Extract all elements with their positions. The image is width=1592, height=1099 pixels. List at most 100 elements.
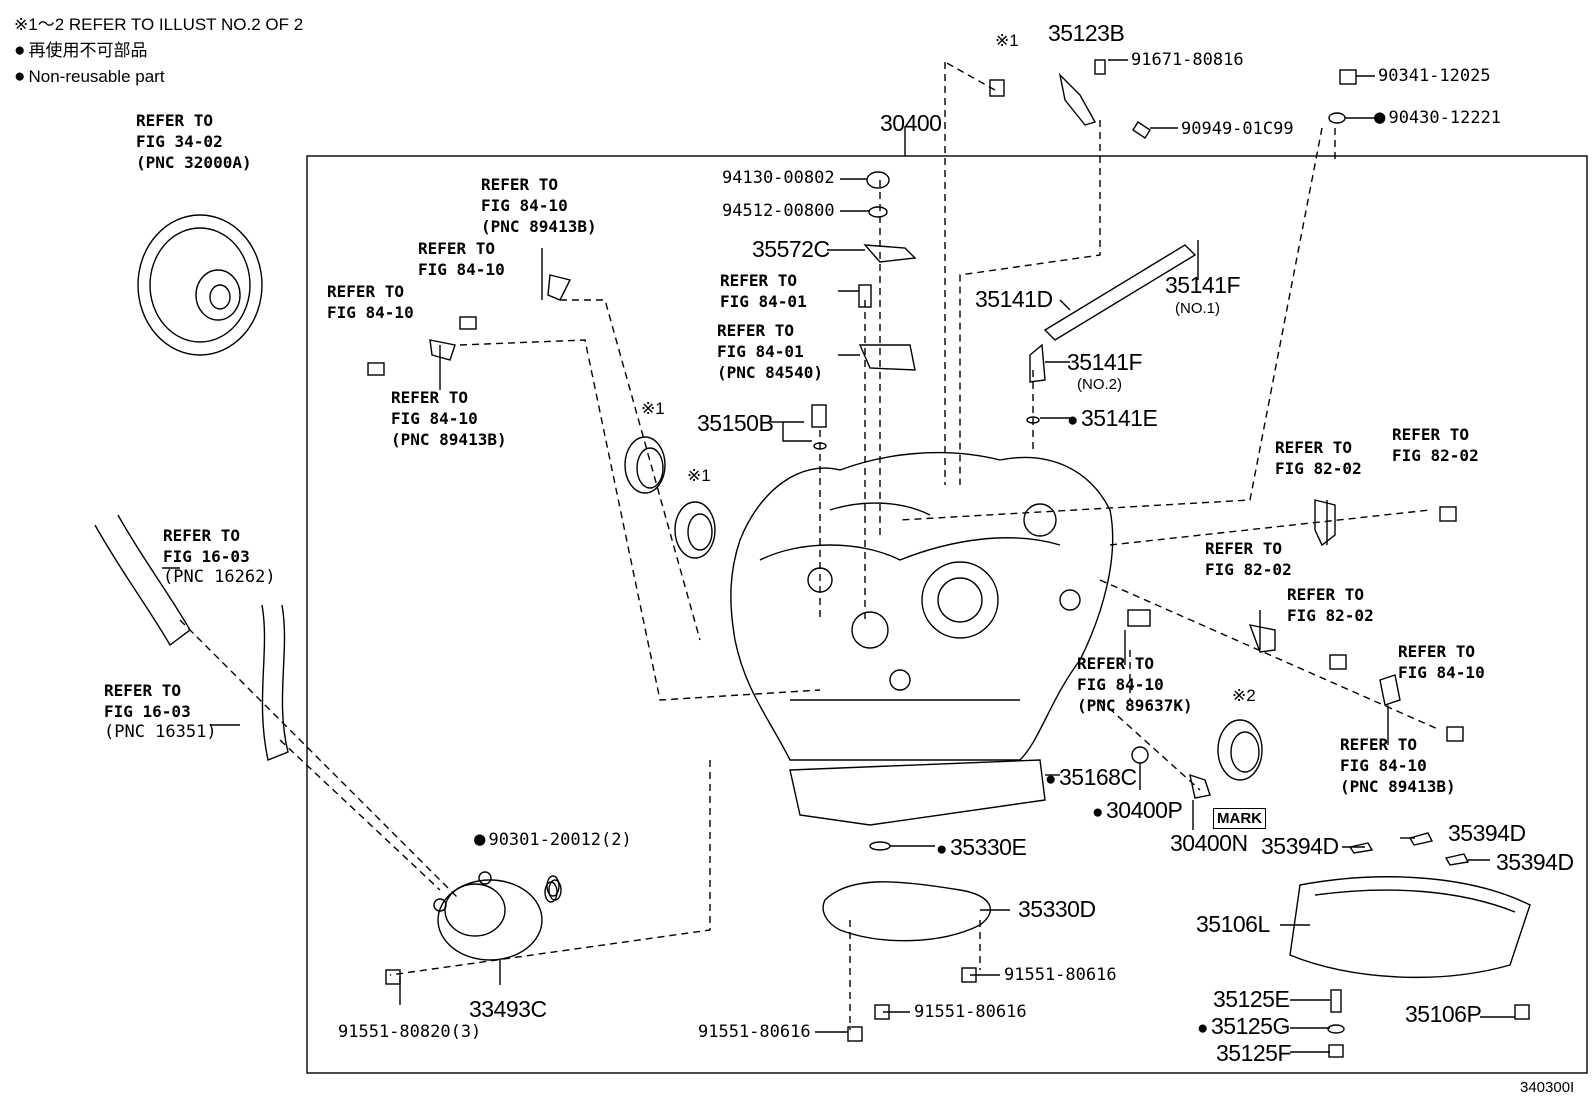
part-90341-12025[interactable]: 90341-12025 [1378,66,1491,86]
part-94512-00800[interactable]: 94512-00800 [722,201,835,221]
refer-fig-84-10-a[interactable]: REFER TO FIG 84-10 (PNC 89413B) [481,174,597,237]
small-parts [367,59,1530,1058]
refer-fig-84-10-e[interactable]: REFER TO FIG 84-10 (PNC 89637K) [1077,653,1193,716]
part-35141F-no2[interactable]: 35141F [1067,349,1143,375]
ref-line: (PNC 16262) [163,567,276,587]
refer-fig-84-10-c[interactable]: REFER TO FIG 84-10 [327,281,414,323]
refer-fig-82-02-b[interactable]: REFER TO FIG 82-02 [1392,424,1479,466]
part-35141E[interactable]: 35141E [1067,405,1158,434]
ref-line: FIG 84-10 [1340,756,1427,775]
star1-marker: ※1 [687,466,711,485]
refer-fig-82-02-d[interactable]: REFER TO FIG 82-02 [1287,584,1374,626]
ref-line: REFER TO [1340,735,1418,754]
part-35125G[interactable]: 35125G [1197,1013,1290,1042]
refer-fig-16-03-a[interactable]: REFER TO FIG 16-03 (PNC 16262) [163,525,276,588]
ref-line: FIG 34-02 [136,132,223,151]
ref-line: FIG 84-10 [1077,675,1164,694]
part-90430-12221[interactable]: 90430-12221 [1374,107,1501,129]
part-35141F-no1[interactable]: 35141F [1165,272,1241,298]
refer-fig-84-10-d[interactable]: REFER TO FIG 84-10 (PNC 89413B) [391,387,507,450]
star1-marker: ※1 [641,399,665,418]
part-35572C[interactable]: 35572C [752,236,830,262]
ref-line: FIG 82-02 [1205,560,1292,579]
nonreusable-legend-en: Non-reusable part [14,64,164,89]
part-35106L[interactable]: 35106L [1196,911,1270,937]
part-91551-80616-c[interactable]: 91551-80616 [698,1022,811,1042]
ref-line: FIG 84-01 [720,292,807,311]
dipstick-tube-35141D [1043,244,1197,341]
part-90301-20012[interactable]: 90301-20012(2) [474,829,631,851]
ref-line: REFER TO [163,526,241,545]
dashed-leaders [179,61,1441,1030]
refer-fig-84-10-b[interactable]: REFER TO FIG 84-10 [418,238,505,280]
ref-line: (PNC 89637K) [1077,696,1193,715]
mark-label: MARK [1213,808,1266,829]
ref-line: REFER TO [1392,425,1470,444]
part-35330E[interactable]: 35330E [936,834,1027,863]
part-30400P[interactable]: 30400P [1092,797,1183,826]
refer-fig-82-02-c[interactable]: REFER TO FIG 82-02 [1205,538,1292,580]
ref-line: FIG 16-03 [163,547,250,566]
part-30400N[interactable]: 30400N [1170,830,1248,856]
ref-line: REFER TO [1398,642,1476,661]
transaxle-case [730,451,1114,761]
part-91551-80616-a[interactable]: 91551-80616 [1004,965,1117,985]
ref-line: FIG 84-10 [418,260,505,279]
ref-line: REFER TO [418,239,496,258]
part-90949-01C99[interactable]: 90949-01C99 [1181,119,1294,139]
refer-fig-16-03-b[interactable]: REFER TO FIG 16-03 (PNC 16351) [104,680,217,743]
part-35394D-a[interactable]: 35394D [1261,833,1339,859]
refer-fig-82-02-a[interactable]: REFER TO FIG 82-02 [1275,437,1362,479]
ref-line: REFER TO [391,388,469,407]
part-33493C[interactable]: 33493C [469,996,547,1022]
nonreusable-legend-jp: 再使用不可部品 [14,38,147,63]
part-94130-00802[interactable]: 94130-00802 [722,168,835,188]
assembly-frame [306,155,1588,1074]
part-35330D[interactable]: 35330D [1018,896,1096,922]
star1-marker: ※1 [995,31,1019,50]
part-35141F-no2-sub: (NO.2) [1077,376,1122,393]
torque-converter [137,214,263,356]
part-35394D-b[interactable]: 35394D [1448,820,1526,846]
part-35125F[interactable]: 35125F [1216,1040,1292,1066]
part-91551-80820[interactable]: 91551-80820(3) [338,1022,482,1042]
part-35168C[interactable]: 35168C [1045,764,1137,793]
strainer-33493C [433,871,562,961]
oil-cooler-hoses [94,514,289,761]
ref-line: FIG 84-01 [717,342,804,361]
illustration-id: 340300I [1520,1079,1575,1096]
part-35123B[interactable]: 35123B [1048,20,1125,46]
part-35125E[interactable]: 35125E [1213,986,1290,1012]
refer-fig-84-01-b[interactable]: REFER TO FIG 84-01 (PNC 84540) [717,320,823,383]
oil-seals [624,436,1263,781]
part-91671-80816[interactable]: 91671-80816 [1131,50,1244,70]
ref-line: REFER TO [104,681,182,700]
refer-fig-84-10-g[interactable]: REFER TO FIG 84-10 (PNC 89413B) [1340,734,1456,797]
ref-line: FIG 82-02 [1392,446,1479,465]
ref-line: REFER TO [1275,438,1353,457]
illust-reference-note: ※1～2 REFER TO ILLUST NO.2 OF 2 [14,15,304,34]
ref-line: (PNC 84540) [717,363,823,382]
ref-line: FIG 16-03 [104,702,191,721]
ref-line: REFER TO [1077,654,1155,673]
refer-fig-84-01-a[interactable]: REFER TO FIG 84-01 [720,270,807,312]
part-35150B[interactable]: 35150B [697,410,774,436]
ref-line: REFER TO [136,111,214,130]
ref-line: REFER TO [720,271,798,290]
part-35141D[interactable]: 35141D [975,286,1053,312]
part-30400[interactable]: 30400 [880,110,942,136]
ref-line: FIG 82-02 [1287,606,1374,625]
refer-fig-34-02[interactable]: REFER TO FIG 34-02 (PNC 32000A) [136,110,252,173]
ref-line: (PNC 89413B) [481,217,597,236]
ref-line: (PNC 89413B) [391,430,507,449]
refer-fig-84-10-f[interactable]: REFER TO FIG 84-10 [1398,641,1485,683]
part-35141F-no1-sub: (NO.1) [1175,300,1220,317]
part-35394D-c[interactable]: 35394D [1496,849,1574,875]
ref-line: (PNC 32000A) [136,153,252,172]
part-91551-80616-b[interactable]: 91551-80616 [914,1002,1027,1022]
gasket-35168C [789,759,1046,826]
ref-line: REFER TO [1205,539,1283,558]
ref-line: FIG 84-10 [327,303,414,322]
part-35106P[interactable]: 35106P [1405,1001,1482,1027]
